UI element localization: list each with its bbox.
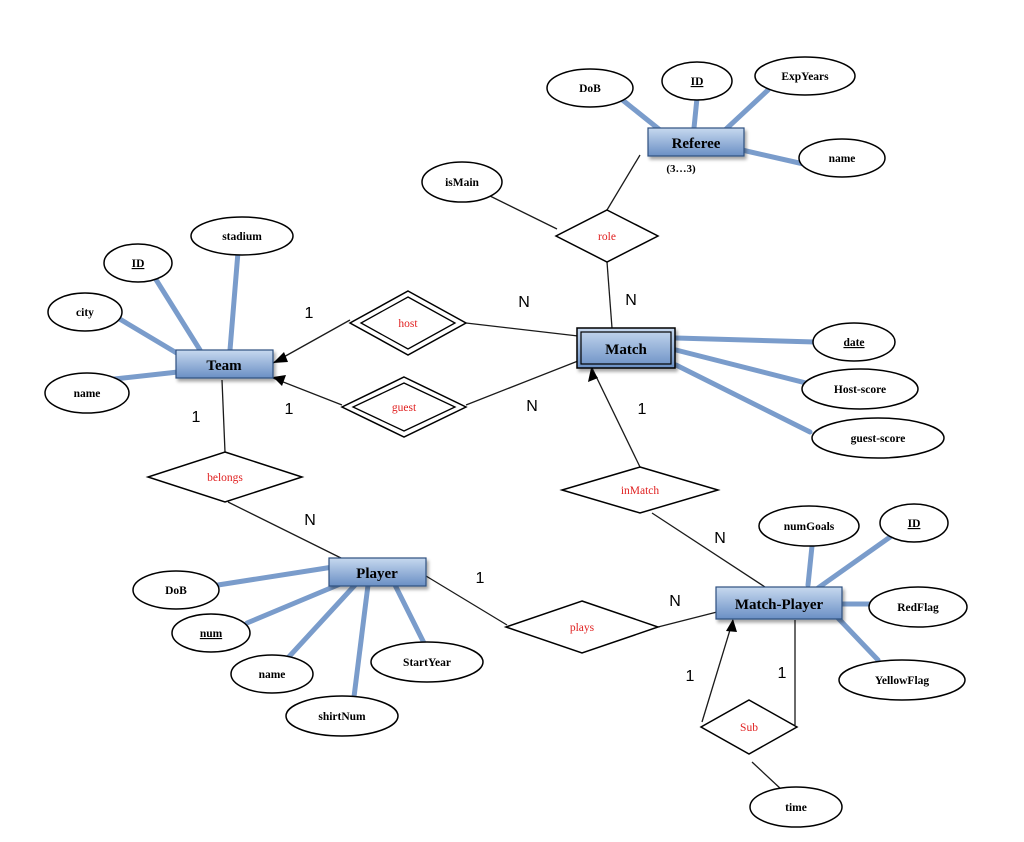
card-belongs-team: 1 [192, 409, 201, 426]
svg-text:ID: ID [908, 518, 921, 530]
svg-text:StartYear: StartYear [403, 657, 451, 669]
cardinalities: (3…3) N 1 N 1 N 1 N 1 N 1 N 1 1 [192, 163, 787, 685]
svg-text:Sub: Sub [740, 722, 758, 734]
attribute-team-stadium: stadium [190, 216, 294, 256]
attribute-role-ismain: isMain [421, 161, 503, 203]
card-guest-match: N [526, 398, 538, 415]
svg-text:numGoals: numGoals [784, 521, 835, 533]
attribute-mp-yellowflag: YellowFlag [838, 659, 966, 701]
card-belongs-player: N [304, 512, 316, 529]
attribute-mp-redflag: RedFlag [868, 586, 968, 628]
attribute-team-id: ID [103, 243, 173, 283]
relationship-sub: Sub [699, 699, 799, 755]
svg-text:DoB: DoB [579, 83, 601, 95]
svg-text:ExpYears: ExpYears [781, 71, 829, 83]
attribute-match-guest-score: guest-score [811, 417, 945, 459]
svg-text:Team: Team [206, 358, 242, 374]
card-role-match: N [625, 292, 637, 309]
entity-referee: Referee [647, 127, 745, 157]
attribute-referee-id: ID [661, 61, 733, 101]
entity-match: Match [576, 327, 676, 369]
entity-player: Player [328, 557, 427, 587]
card-plays-mp: N [669, 593, 681, 610]
entity-team: Team [175, 349, 274, 379]
relationship-inmatch: inMatch [559, 466, 721, 514]
svg-text:shirtNum: shirtNum [318, 711, 366, 723]
card-guest-team: 1 [285, 401, 294, 418]
relationship-belongs: belongs [145, 451, 305, 503]
card-inmatch-mp: N [714, 530, 726, 547]
svg-text:RedFlag: RedFlag [897, 602, 939, 614]
svg-text:name: name [259, 669, 286, 681]
card-host-team: 1 [305, 305, 314, 322]
attribute-player-startyear: StartYear [370, 641, 484, 683]
svg-text:Match: Match [605, 342, 647, 358]
card-inmatch-match: 1 [638, 401, 647, 418]
svg-text:Referee: Referee [672, 136, 721, 152]
svg-text:host: host [398, 318, 418, 330]
attribute-match-date: date [812, 322, 896, 362]
card-plays-player: 1 [476, 570, 485, 587]
attribute-player-dob: DoB [132, 570, 220, 610]
arrowheads [273, 352, 737, 632]
svg-text:date: date [843, 337, 864, 349]
attribute-team-city: city [47, 292, 123, 332]
svg-text:plays: plays [570, 622, 595, 634]
attributes: DoB ID ExpYears name isMain stadium ID [44, 56, 968, 828]
svg-text:ID: ID [691, 76, 704, 88]
svg-text:role: role [598, 231, 616, 243]
relationship-guest: guest [340, 376, 468, 438]
attribute-mp-numgoals: numGoals [758, 505, 860, 547]
svg-text:Player: Player [356, 566, 398, 582]
svg-text:name: name [74, 388, 101, 400]
svg-text:num: num [200, 628, 223, 640]
svg-text:time: time [785, 802, 807, 814]
attribute-referee-name: name [798, 138, 886, 178]
attribute-referee-dob: DoB [546, 68, 634, 108]
entity-match-player: Match-Player [715, 586, 843, 620]
relationship-host: host [348, 290, 468, 356]
attribute-match-host-score: Host-score [801, 368, 919, 410]
card-sub-left: 1 [686, 668, 695, 685]
relationship-plays: plays [503, 600, 661, 654]
svg-text:inMatch: inMatch [621, 485, 660, 497]
svg-text:belongs: belongs [207, 472, 243, 484]
relationship-lines [221, 154, 796, 791]
svg-text:DoB: DoB [165, 585, 187, 597]
attribute-team-name: name [44, 372, 130, 414]
relationship-role: role [554, 209, 660, 263]
svg-text:ID: ID [132, 258, 145, 270]
entities: Referee Team Match Player Match-Player [175, 127, 843, 620]
svg-text:guest-score: guest-score [851, 433, 906, 445]
svg-text:Host-score: Host-score [834, 384, 886, 396]
svg-text:city: city [76, 307, 94, 319]
attribute-referee-expyears: ExpYears [754, 56, 856, 96]
svg-text:YellowFlag: YellowFlag [875, 675, 930, 687]
svg-text:guest: guest [392, 402, 417, 414]
attribute-sub-time: time [749, 786, 843, 828]
svg-text:stadium: stadium [222, 231, 262, 243]
card-sub-right: 1 [778, 665, 787, 682]
svg-text:isMain: isMain [445, 177, 479, 189]
attribute-mp-id: ID [879, 503, 949, 543]
svg-text:Match-Player: Match-Player [735, 597, 824, 613]
svg-text:name: name [829, 153, 856, 165]
relationships: role host guest belongs inMatch plays Su… [145, 209, 799, 755]
card-host-match: N [518, 294, 530, 311]
attribute-player-num: num [171, 613, 251, 653]
attribute-player-name: name [230, 654, 314, 694]
card-referee-role: (3…3) [666, 163, 696, 175]
attribute-player-shirtnum: shirtNum [285, 695, 399, 737]
